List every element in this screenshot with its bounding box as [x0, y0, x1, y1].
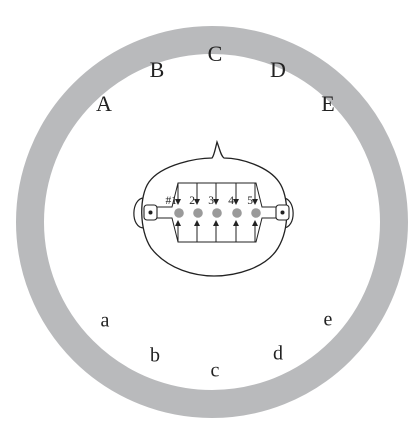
- position-label-d: d: [273, 343, 283, 365]
- right-reference-dot: [281, 211, 285, 215]
- electrode-5: [251, 208, 261, 218]
- electrode-label-4: 4: [228, 195, 234, 207]
- position-label-C: C: [208, 41, 223, 66]
- electrode-4: [232, 208, 242, 218]
- position-label-B: B: [150, 57, 165, 82]
- head-figure: #1 2 3 4 5: [134, 142, 293, 276]
- position-label-A: A: [96, 91, 112, 116]
- electrode-label-5: 5: [247, 195, 253, 207]
- electrode-label-2: 2: [189, 195, 195, 207]
- position-label-a: a: [101, 310, 110, 332]
- position-label-E: E: [321, 91, 334, 116]
- position-label-e: e: [324, 309, 333, 331]
- position-label-b: b: [150, 345, 160, 367]
- position-label-D: D: [270, 57, 286, 82]
- electrode-1: [174, 208, 184, 218]
- electrode-label-3: 3: [208, 195, 214, 207]
- position-label-c: c: [211, 360, 220, 382]
- electrode-2: [193, 208, 203, 218]
- electrode-3: [212, 208, 222, 218]
- electrode-label-1: #1: [166, 195, 178, 207]
- left-reference-dot: [149, 211, 153, 215]
- head-outline: [142, 142, 287, 276]
